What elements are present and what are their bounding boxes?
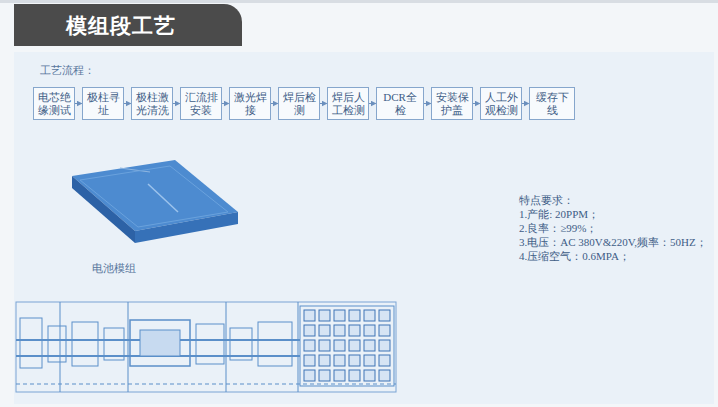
- storage-cell: [349, 355, 360, 366]
- line-layout: [16, 302, 396, 392]
- storage-cell: [319, 310, 330, 321]
- spec-line: 3.电压：AC 380V&220V,频率：50HZ；: [519, 236, 707, 249]
- process-box: 电芯绝缘测试: [33, 87, 75, 120]
- storage-cell: [379, 310, 390, 321]
- flow-arrow: [522, 103, 529, 104]
- storage-cell: [319, 355, 330, 366]
- storage-cell: [349, 370, 360, 381]
- process-text: 极柱寻址: [85, 91, 121, 117]
- flow-arrow: [424, 103, 431, 104]
- storage-cell: [304, 340, 315, 351]
- flow-arrow: [222, 103, 229, 104]
- process-text: 焊后检测: [281, 91, 317, 117]
- storage-cell: [379, 340, 390, 351]
- flow-arrow: [473, 103, 480, 104]
- process-text: 激光焊接: [232, 91, 268, 117]
- storage-cell: [304, 310, 315, 321]
- flow-arrow: [75, 103, 82, 104]
- storage-cell: [349, 340, 360, 351]
- storage-cell: [364, 370, 375, 381]
- flow-arrow: [124, 103, 131, 104]
- process-text: 缓存下线: [532, 91, 572, 117]
- flow-heading: 工艺流程：: [40, 64, 95, 77]
- process-text: 人工外观检测: [483, 91, 519, 117]
- spec-heading: 特点要求：: [519, 194, 574, 207]
- flow-arrow: [173, 103, 180, 104]
- storage-cell: [364, 355, 375, 366]
- storage-cell: [379, 325, 390, 336]
- process-text: 电芯绝缘测试: [36, 91, 72, 117]
- process-text: 极柱激光清洗: [134, 91, 170, 117]
- storage-cell: [379, 370, 390, 381]
- storage-cell: [349, 310, 360, 321]
- storage-cell: [319, 370, 330, 381]
- title: 模组段工艺: [66, 12, 176, 40]
- process-text: 汇流排安装: [183, 91, 219, 117]
- process-text: 焊后人工检测: [330, 91, 366, 117]
- spec-line: 2.良率：≥99%；: [519, 222, 597, 235]
- title-tab: 模组段工艺: [14, 4, 242, 46]
- storage-grid: [304, 310, 390, 381]
- process-box: 缓存下线: [529, 87, 575, 120]
- storage-cell: [349, 325, 360, 336]
- battery-module: [72, 160, 238, 243]
- process-box: DCR全检: [376, 87, 424, 120]
- storage-cell: [364, 340, 375, 351]
- storage-cell: [334, 355, 345, 366]
- flow-arrow: [369, 103, 376, 104]
- storage-cell: [334, 340, 345, 351]
- storage-cell: [364, 310, 375, 321]
- storage-cell: [364, 325, 375, 336]
- storage-cell: [334, 325, 345, 336]
- process-box: 激光焊接: [229, 87, 271, 120]
- process-text: DCR全检: [379, 91, 421, 117]
- process-box: 极柱寻址: [82, 87, 124, 120]
- storage-cell: [379, 355, 390, 366]
- storage-cell: [319, 325, 330, 336]
- storage-cell: [319, 340, 330, 351]
- storage-cell: [304, 325, 315, 336]
- storage-cell: [304, 370, 315, 381]
- module-caption: 电池模组: [92, 262, 136, 275]
- process-box: 人工外观检测: [480, 87, 522, 120]
- storage-cell: [304, 355, 315, 366]
- spec-line: 1.产能: 20PPM；: [519, 208, 599, 221]
- process-box: 安装保护盖: [431, 87, 473, 120]
- process-box: 汇流排安装: [180, 87, 222, 120]
- process-box: 极柱激光清洗: [131, 87, 173, 120]
- process-box: 焊后检测: [278, 87, 320, 120]
- flow-arrow: [271, 103, 278, 104]
- process-box: 焊后人工检测: [327, 87, 369, 120]
- spec-line: 4.压缩空气：0.6MPA；: [519, 250, 630, 263]
- storage-cell: [334, 310, 345, 321]
- process-text: 安装保护盖: [434, 91, 470, 117]
- storage-cell: [334, 370, 345, 381]
- flow-arrow: [320, 103, 327, 104]
